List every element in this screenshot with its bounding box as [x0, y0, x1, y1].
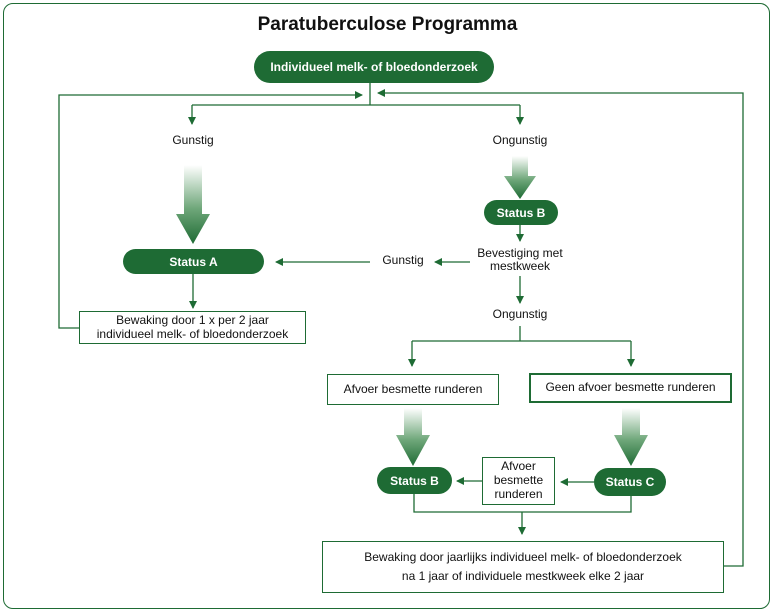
bewaking-a-box: Bewaking door 1 x per 2 jaar individueel… — [79, 311, 306, 344]
loop-right — [377, 89, 744, 567]
page-title: Paratuberculose Programma — [257, 14, 518, 35]
geen-afvoer-box: Geen afvoer besmette runderen — [529, 373, 732, 403]
status-c: Status C — [594, 468, 666, 496]
bewaking-bottom-line-1: Bewaking door jaarlijks individueel melk… — [364, 550, 682, 565]
afvoer-small-box: Afvoer besmette runderen — [482, 457, 555, 505]
bevestiging-line-1: Bevestiging met — [477, 246, 563, 260]
bewaking-a-line-2: individueel melk- of bloedonderzoek — [96, 326, 289, 341]
bewaking-bottom-box: Bewaking door jaarlijks individueel melk… — [322, 541, 724, 593]
afvoer-small-line-3: runderen — [494, 486, 543, 501]
status-b-bottom: Status B — [377, 467, 452, 494]
status-a: Status A — [123, 249, 264, 274]
gunstig-mid-label: Gunstig — [382, 253, 424, 267]
big-arrow-geen-afvoer — [614, 408, 648, 466]
gunstig-left-label: Gunstig — [172, 133, 214, 147]
ongunstig-mid-label: Ongunstig — [492, 307, 548, 321]
afvoer-box: Afvoer besmette runderen — [327, 374, 499, 405]
bevestiging-line-2: mestkweek — [489, 259, 551, 274]
status-b-top: Status B — [484, 200, 558, 225]
loop-left — [58, 91, 363, 329]
afvoer-small-line-1: Afvoer — [501, 459, 536, 474]
start-node: Individueel melk- of bloedonderzoek — [254, 51, 494, 83]
big-arrow-ongunstig — [504, 156, 536, 199]
afvoer-small-line-2: besmette — [493, 473, 544, 488]
ongunstig-right-label: Ongunstig — [492, 133, 548, 147]
diagram-frame — [3, 3, 770, 609]
bevestiging-label: Bevestiging met mestkweek — [458, 246, 582, 274]
big-arrow-afvoer — [396, 408, 430, 466]
bewaking-bottom-line-2: na 1 jaar of individuele mestkweek elke … — [401, 569, 645, 583]
big-arrow-gunstig — [176, 165, 210, 244]
bewaking-a-line-1: Bewaking door 1 x per 2 jaar — [116, 312, 269, 327]
